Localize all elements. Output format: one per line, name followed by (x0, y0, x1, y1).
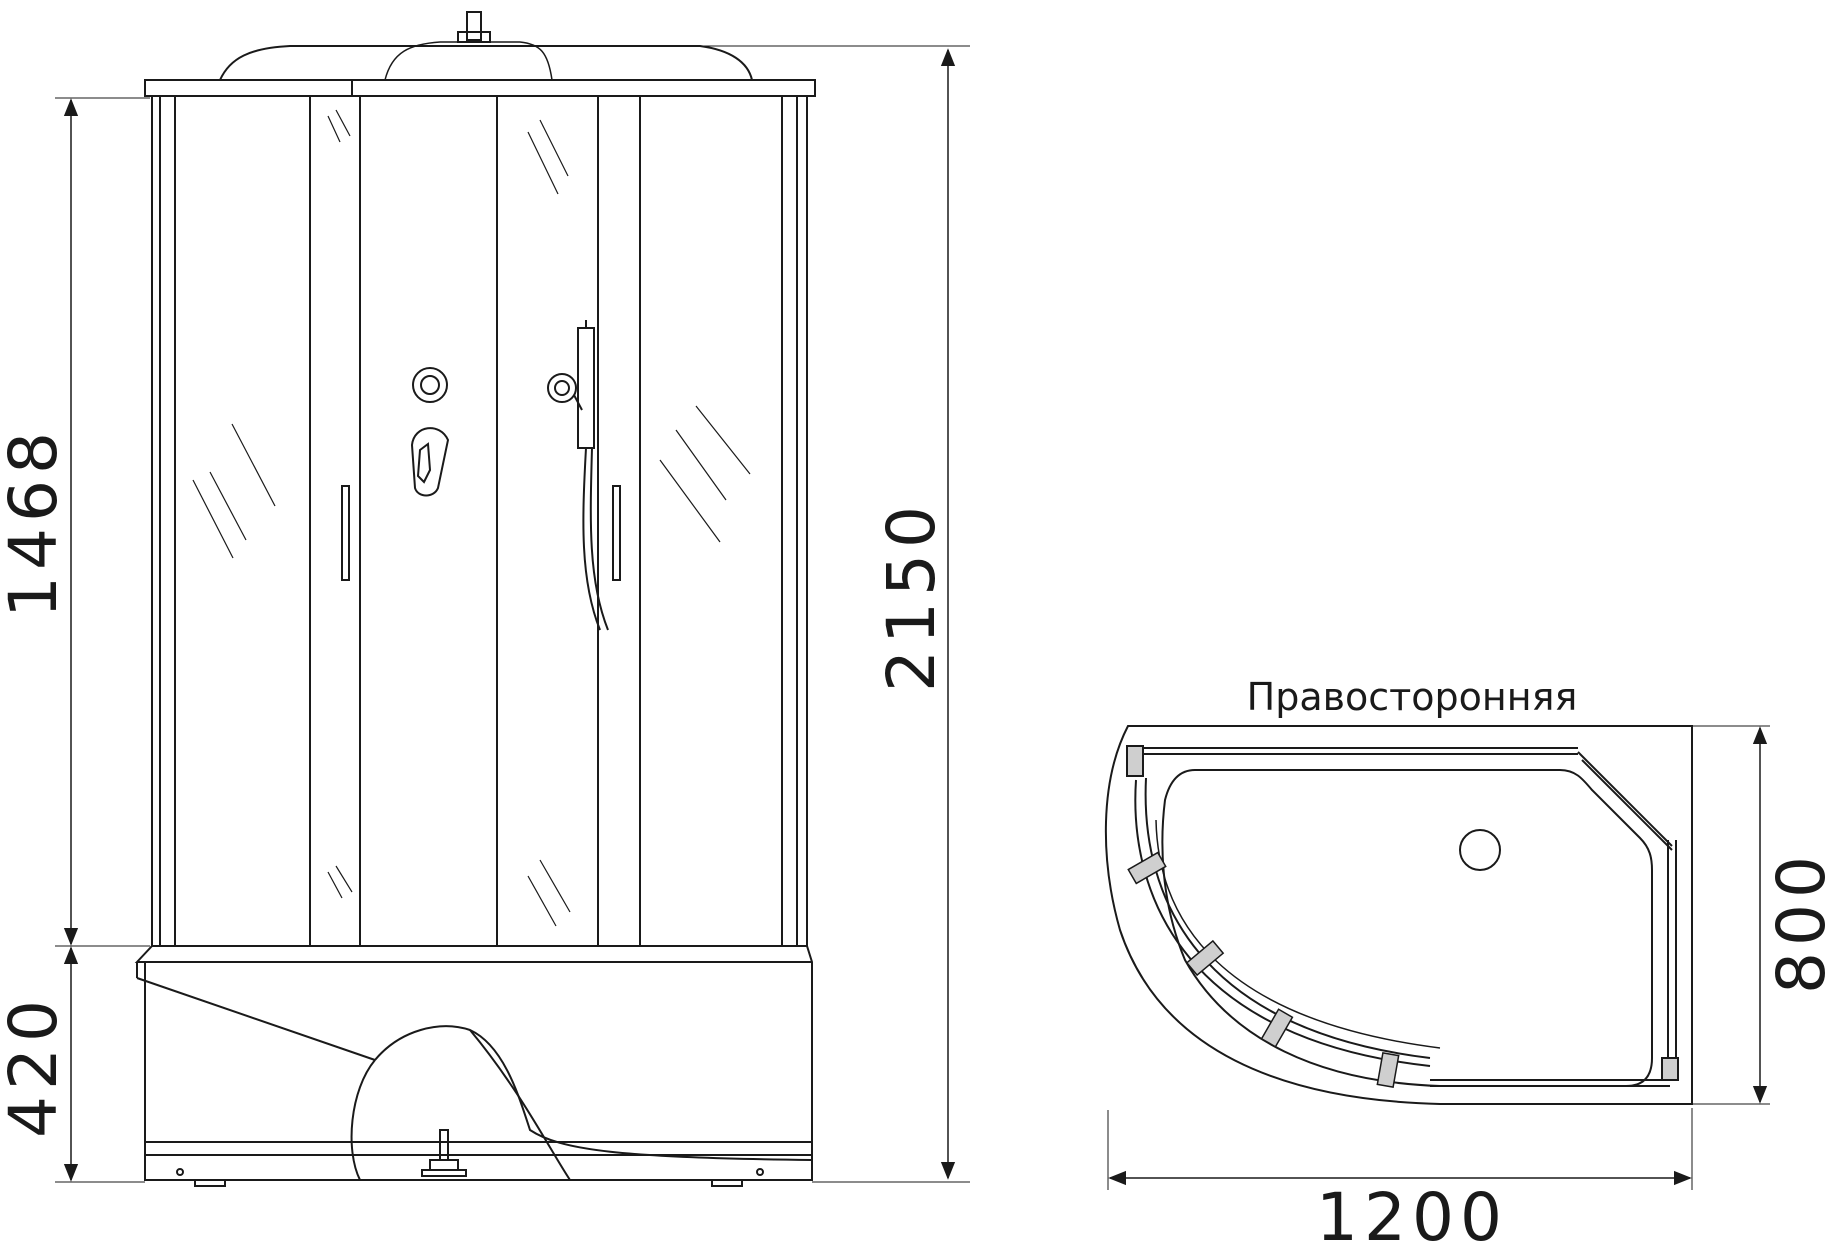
door-rollers (1127, 851, 1400, 1089)
roof-dome (144, 11, 970, 97)
front-view (55, 11, 970, 1187)
dimension-arrows (63, 48, 956, 1182)
plan-view (1104, 725, 1770, 1190)
plan-extension-lines (1107, 725, 1770, 1190)
tray-outline (1104, 725, 1693, 1105)
dim-label-tray-height: 420 (0, 994, 72, 1138)
basin-outline (1161, 769, 1653, 1087)
corner-post (1661, 1057, 1679, 1081)
glass-reflections (192, 109, 751, 927)
mixer-controls (410, 367, 450, 497)
drain (1459, 829, 1501, 871)
extension-lines (55, 97, 970, 1183)
cabin-frame (151, 95, 808, 947)
dim-label-glass-height: 1468 (0, 426, 72, 618)
door-handles (341, 485, 621, 581)
shower-tray (134, 945, 813, 1187)
dim-label-depth: 800 (1763, 850, 1832, 994)
plan-caption: Правосторонняя (1247, 675, 1578, 719)
corner-post (1126, 745, 1144, 777)
dim-label-total-height: 2150 (873, 500, 950, 692)
dim-label-width: 1200 (1316, 1179, 1508, 1248)
shower-head (547, 320, 609, 631)
